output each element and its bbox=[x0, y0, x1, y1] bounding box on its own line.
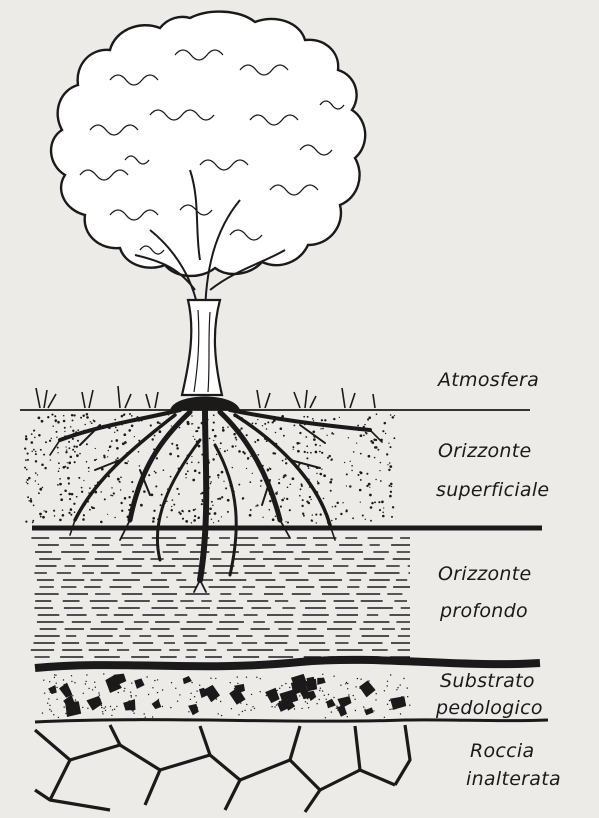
subsoil-label-line1: Orizzonte bbox=[438, 563, 532, 585]
topsoil-label-line1: Orizzonte bbox=[438, 440, 532, 462]
atmosphere-label: Atmosfera bbox=[438, 369, 539, 391]
subsoil-label-line2: profondo bbox=[440, 600, 528, 622]
bedrock-label-line1: Roccia bbox=[470, 740, 534, 762]
substratum-label-line1: Substrato bbox=[440, 670, 535, 692]
bedrock-label-line2: inalterata bbox=[466, 768, 561, 790]
substratum-label-line2: pedologico bbox=[436, 697, 543, 719]
topsoil-label-line2: superficiale bbox=[436, 479, 549, 501]
substratum-boundary-line bbox=[35, 660, 540, 668]
